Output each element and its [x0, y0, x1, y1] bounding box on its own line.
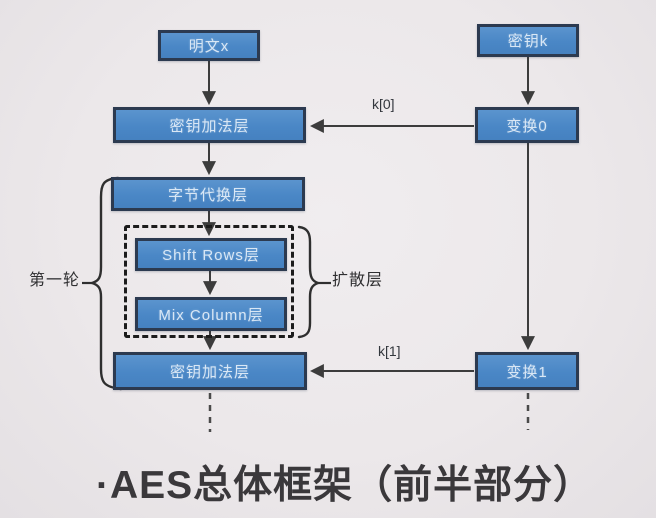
node-key-addition-bottom: 密钥加法层 — [113, 352, 307, 390]
annotation-first-round: 第一轮 — [29, 272, 81, 289]
node-transform1: 变换1 — [475, 352, 579, 390]
node-key: 密钥k — [477, 24, 579, 57]
node-transform0: 变换0 — [475, 107, 579, 143]
edge-label-k1: k[1] — [378, 343, 401, 359]
diffusion-dashed-frame — [124, 225, 294, 338]
annotation-diffusion-layer: 扩散层 — [332, 272, 384, 289]
diagram-title: ·AES总体框架（前半部分） — [96, 464, 594, 507]
diffusion-brace — [297, 225, 322, 339]
edge-label-k0: k[0] — [372, 96, 395, 112]
node-key-addition-top: 密钥加法层 — [113, 107, 306, 143]
node-mix-column: Mix Column层 — [135, 297, 287, 331]
node-byte-substitution: 字节代换层 — [111, 177, 305, 211]
node-shift-rows: Shift Rows层 — [135, 238, 287, 271]
node-plaintext: 明文x — [158, 30, 260, 61]
